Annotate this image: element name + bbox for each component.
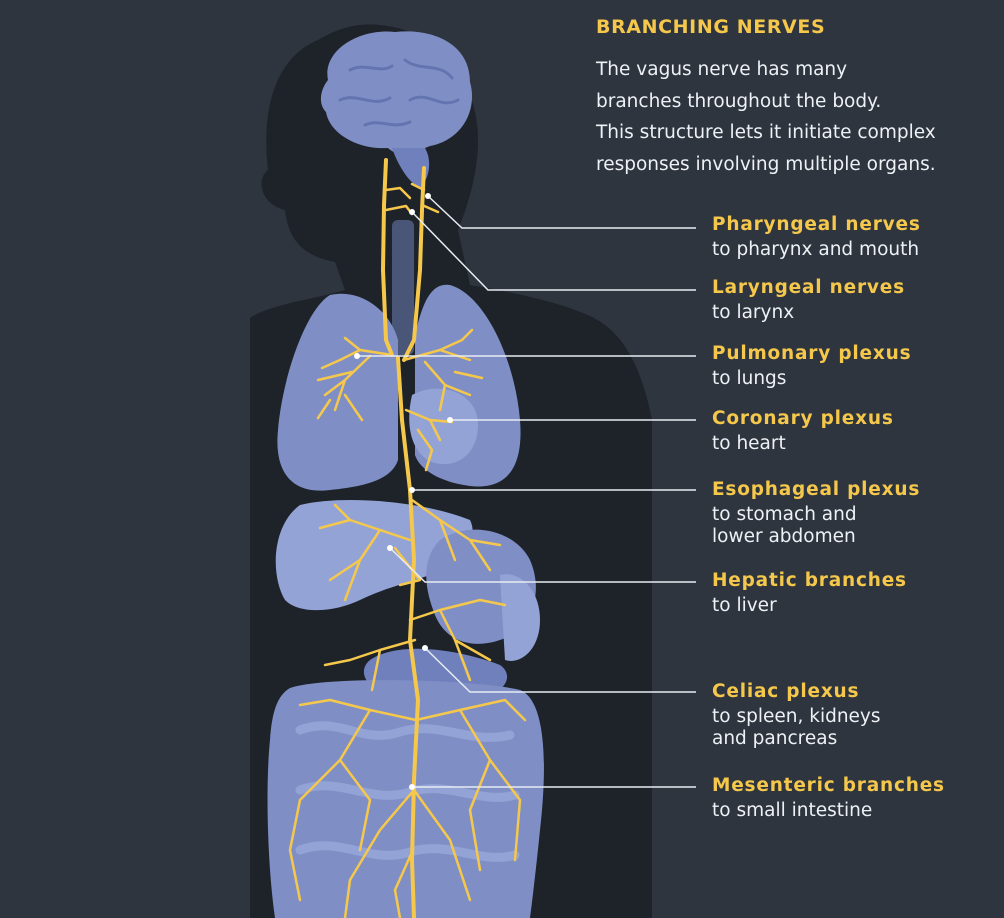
label-name: Coronary plexus: [712, 408, 1002, 429]
label-hepatic-branches: Hepatic branches to liver: [712, 570, 1002, 617]
intro-line: This structure lets it initiate complex: [596, 117, 996, 149]
intro-line: branches throughout the body.: [596, 86, 996, 118]
label-desc-line: and pancreas: [712, 728, 1002, 750]
label-name: Laryngeal nerves: [712, 277, 1002, 298]
label-name: Pharyngeal nerves: [712, 214, 1002, 235]
label-laryngeal-nerves: Laryngeal nerves to larynx: [712, 277, 1002, 324]
label-desc-line: to pharynx and mouth: [712, 239, 1002, 261]
label-pulmonary-plexus: Pulmonary plexus to lungs: [712, 343, 1002, 390]
label-desc-line: to heart: [712, 433, 1002, 455]
label-desc: to larynx: [712, 302, 1002, 324]
label-celiac-plexus: Celiac plexus to spleen, kidneys and pan…: [712, 681, 1002, 750]
diagram-title: BRANCHING NERVES: [596, 16, 825, 38]
label-desc-line: to spleen, kidneys: [712, 706, 1002, 728]
intro-line: The vagus nerve has many: [596, 54, 996, 86]
label-name: Mesenteric branches: [712, 775, 1002, 796]
label-name: Esophageal plexus: [712, 479, 1002, 500]
label-name: Celiac plexus: [712, 681, 1002, 702]
label-desc: to stomach and lower abdomen: [712, 504, 1002, 548]
label-desc: to heart: [712, 433, 1002, 455]
label-desc: to spleen, kidneys and pancreas: [712, 706, 1002, 750]
intro-text: The vagus nerve has many branches throug…: [596, 54, 996, 180]
label-mesenteric-branches: Mesenteric branches to small intestine: [712, 775, 1002, 822]
label-desc-line: to liver: [712, 595, 1002, 617]
label-desc-line: lower abdomen: [712, 526, 1002, 548]
label-coronary-plexus: Coronary plexus to heart: [712, 408, 1002, 455]
label-desc-line: to stomach and: [712, 504, 1002, 526]
label-name: Pulmonary plexus: [712, 343, 1002, 364]
label-desc: to lungs: [712, 368, 1002, 390]
intro-line: responses involving multiple organs.: [596, 149, 996, 181]
label-desc: to small intestine: [712, 800, 1002, 822]
label-desc: to liver: [712, 595, 1002, 617]
label-desc-line: to lungs: [712, 368, 1002, 390]
label-desc-line: to small intestine: [712, 800, 1002, 822]
label-desc-line: to larynx: [712, 302, 1002, 324]
label-desc: to pharynx and mouth: [712, 239, 1002, 261]
label-name: Hepatic branches: [712, 570, 1002, 591]
label-pharyngeal-nerves: Pharyngeal nerves to pharynx and mouth: [712, 214, 1002, 261]
label-esophageal-plexus: Esophageal plexus to stomach and lower a…: [712, 479, 1002, 548]
